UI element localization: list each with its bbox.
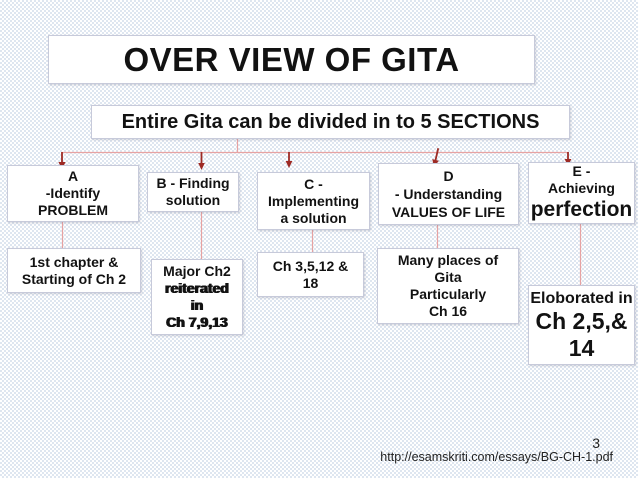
subtitle-text: Entire Gita can be divided in to 5 SECTI… — [121, 110, 540, 133]
section-a-line: PROBLEM — [38, 202, 108, 218]
detail-e-line: 14 — [568, 334, 595, 361]
section-c-line: C - — [304, 175, 323, 192]
subtitle-box: Entire Gita can be divided in to 5 SECTI… — [91, 105, 570, 139]
detail-box-e: Eloborated in Ch 2,5,& 14 — [528, 285, 635, 365]
detail-b-line: Major Ch2 — [163, 263, 231, 279]
section-b-line: B - Finding — [156, 175, 230, 191]
detail-box-b: Major Ch2 reiterated in Ch 7,9,13 — [151, 259, 243, 335]
section-e-line: Achieving — [548, 180, 615, 196]
section-d-line: VALUES OF LIFE — [391, 204, 506, 220]
section-e-line: perfection — [530, 198, 633, 221]
detail-box-a: 1st chapter & Starting of Ch 2 — [7, 248, 141, 293]
section-box-c: C - Implementing a solution — [257, 172, 370, 230]
section-d-line: D — [443, 168, 454, 184]
section-box-a: A -Identify PROBLEM — [7, 165, 139, 222]
detail-e-line: Ch 2,5,& — [535, 307, 628, 334]
page-number: 3 — [592, 435, 600, 451]
detail-d-line: Gita — [434, 269, 462, 285]
detail-d-line: Many places of — [397, 252, 499, 268]
detail-d-line: Particularly — [409, 286, 487, 302]
detail-e-line: Eloborated in — [530, 289, 633, 307]
section-a-line: A — [67, 168, 79, 184]
detail-b-line: in — [190, 297, 204, 313]
detail-c-line: Ch 3,5,12 & — [272, 257, 349, 274]
section-c-line: Implementing — [267, 192, 359, 209]
detail-c-line: 18 — [302, 274, 319, 291]
section-a-line: -Identify — [45, 185, 101, 201]
section-b-line: solution — [165, 192, 221, 208]
page-title: OVER VIEW OF GITA — [123, 40, 460, 78]
section-box-e: E - Achieving perfection — [528, 162, 635, 224]
section-e-line: E - — [572, 163, 591, 179]
section-c-line: a solution — [280, 209, 347, 226]
title-box: OVER VIEW OF GITA — [48, 35, 535, 84]
section-box-b: B - Finding solution — [147, 172, 239, 212]
detail-d-line: Ch 16 — [428, 303, 468, 319]
section-d-line: - Understanding — [394, 186, 503, 202]
detail-b-line: reiterated — [165, 280, 229, 296]
detail-box-d: Many places of Gita Particularly Ch 16 — [377, 248, 519, 324]
detail-box-c: Ch 3,5,12 & 18 — [257, 252, 364, 297]
detail-b-line: Ch 7,9,13 — [166, 314, 228, 330]
source-url: http://esamskriti.com/essays/BG-CH-1.pdf — [380, 450, 613, 464]
section-box-d: D - Understanding VALUES OF LIFE — [378, 163, 519, 225]
detail-a-line: 1st chapter & — [29, 253, 119, 270]
detail-a-line: Starting of Ch 2 — [21, 270, 127, 287]
